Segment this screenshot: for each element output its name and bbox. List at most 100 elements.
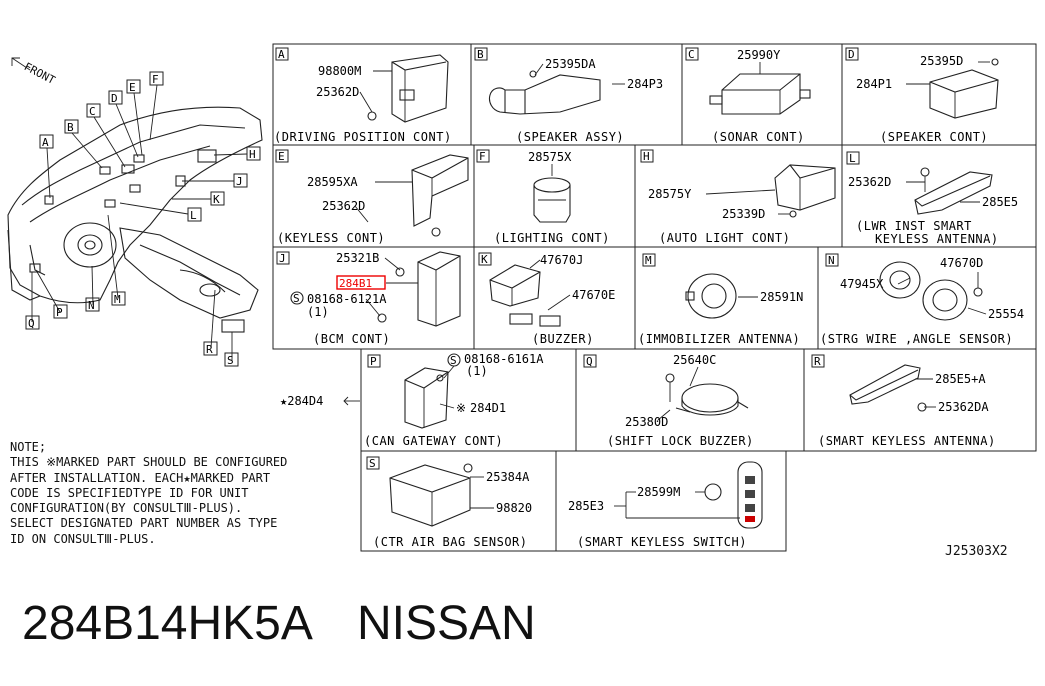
svg-text:98820: 98820	[496, 501, 532, 515]
svg-text:K: K	[213, 193, 220, 206]
panel-L: L 25362D 285E5 (LWR INST SMART KEYLESS A…	[841, 144, 1037, 248]
svg-text:28591N: 28591N	[760, 290, 803, 304]
callout-B: B	[64, 119, 79, 134]
svg-text:(LWR INST SMART: (LWR INST SMART	[856, 219, 972, 233]
svg-text:25339D: 25339D	[722, 207, 765, 221]
panel-smart-keyless-switch: 28599M 285E3 (SMART KEYLESS SWITCH)	[555, 450, 787, 552]
svg-text:25395D: 25395D	[920, 54, 963, 68]
svg-text:P: P	[370, 355, 377, 368]
svg-text:25362D: 25362D	[322, 199, 365, 213]
panel-C: C 25990Y (SONAR CONT)	[681, 43, 843, 146]
svg-text:25395DA: 25395DA	[545, 57, 596, 71]
callout-N: N	[85, 297, 100, 312]
note-text: NOTE; THIS ※MARKED PART SHOULD BE CONFIG…	[10, 440, 288, 546]
svg-text:(SMART KEYLESS ANTENNA): (SMART KEYLESS ANTENNA)	[818, 434, 996, 448]
panel-B: B 25395DA 284P3 (SPEAKER ASSY)	[470, 43, 683, 146]
svg-text:A: A	[42, 136, 49, 149]
part-number: 284B14HK5A	[22, 597, 313, 650]
svg-text:285E3: 285E3	[568, 499, 604, 513]
svg-text:47945X: 47945X	[840, 277, 884, 291]
callout-S: S	[224, 352, 239, 367]
svg-text:25384A: 25384A	[486, 470, 530, 484]
svg-text:D: D	[848, 48, 855, 61]
svg-text:H: H	[643, 150, 650, 163]
callout-L: L	[187, 207, 202, 222]
svg-text:47670D: 47670D	[940, 256, 983, 270]
svg-text:S: S	[450, 354, 457, 367]
drawing-number: J25303X2	[945, 544, 1008, 559]
svg-text:(SPEAKER ASSY): (SPEAKER ASSY)	[516, 130, 624, 144]
panel-J: J 25321B 284B1 S 08168-6121A (1) (BCM CO…	[272, 246, 475, 350]
svg-text:F: F	[152, 73, 159, 86]
callout-M: M	[111, 291, 126, 306]
svg-text:Q: Q	[586, 355, 593, 368]
callout-P: P	[53, 304, 68, 319]
panel-M: M 28591N (IMMOBILIZER ANTENNA)	[634, 246, 819, 350]
svg-text:B: B	[477, 48, 484, 61]
svg-text:(1): (1)	[307, 305, 329, 319]
svg-text:L: L	[849, 152, 856, 165]
svg-text:D: D	[111, 92, 118, 105]
svg-text:M: M	[114, 293, 121, 306]
svg-text:Q: Q	[28, 317, 35, 330]
star-reference: ★284D4	[280, 394, 360, 408]
svg-text:R: R	[206, 343, 213, 356]
svg-text:S: S	[369, 457, 376, 470]
svg-text:★284D4: ★284D4	[280, 394, 323, 408]
svg-text:(LIGHTING CONT): (LIGHTING CONT)	[494, 231, 610, 245]
callout-E: E	[126, 79, 141, 94]
svg-text:285E5+A: 285E5+A	[935, 372, 986, 386]
panel-E: E 28595XA 25362D (KEYLESS CONT)	[272, 144, 475, 248]
panel-Q: Q 25640C 25380D (SHIFT LOCK BUZZER)	[575, 348, 805, 452]
svg-text:25554: 25554	[988, 307, 1024, 321]
svg-text:28575Y: 28575Y	[648, 187, 692, 201]
panel-H: H 28575Y 25339D (AUTO LIGHT CONT)	[634, 144, 843, 248]
svg-text:E: E	[278, 150, 285, 163]
panel-F: F 28575X (LIGHTING CONT)	[473, 144, 636, 248]
callout-Q: Q	[25, 315, 40, 330]
panel-N: N 47670D 47945X 25554 (STRG WIRE ,ANGLE …	[817, 246, 1037, 350]
svg-text:284B1: 284B1	[339, 277, 372, 290]
svg-text:28599M: 28599M	[637, 485, 680, 499]
svg-text:284P1: 284P1	[856, 77, 892, 91]
svg-text:98800M: 98800M	[318, 64, 361, 78]
callout-D: D	[108, 90, 123, 105]
callout-R: R	[203, 341, 218, 356]
panel-A: A 98800M 25362D (DRIVING POSITION CONT)	[272, 43, 472, 146]
panel-S: S 25384A 98820 (CTR AIR BAG SENSOR)	[360, 450, 557, 552]
svg-text:08168-6121A: 08168-6121A	[307, 292, 387, 306]
svg-text:(AUTO LIGHT CONT): (AUTO LIGHT CONT)	[659, 231, 790, 245]
svg-text:(SHIFT LOCK BUZZER): (SHIFT LOCK BUZZER)	[607, 434, 754, 448]
callout-K: K	[210, 191, 225, 206]
svg-text:C: C	[688, 48, 695, 61]
svg-text:B: B	[67, 121, 74, 134]
svg-text:N: N	[88, 299, 95, 312]
svg-text:L: L	[190, 209, 197, 222]
svg-text:284D1: 284D1	[470, 401, 506, 415]
svg-text:M: M	[645, 254, 652, 267]
svg-text:(CTR AIR BAG SENSOR): (CTR AIR BAG SENSOR)	[373, 535, 528, 549]
svg-text:(IMMOBILIZER ANTENNA): (IMMOBILIZER ANTENNA)	[638, 332, 800, 346]
svg-text:28575X: 28575X	[528, 150, 572, 164]
svg-text:J: J	[279, 252, 286, 265]
svg-text:(SPEAKER CONT): (SPEAKER CONT)	[880, 130, 988, 144]
svg-text:F: F	[479, 150, 486, 163]
svg-text:S: S	[293, 292, 300, 305]
panel-K: K 47670J 47670E (BUZZER)	[473, 246, 636, 350]
brand-name: NISSAN	[357, 597, 536, 650]
panel-D: D 25395D 284P1 (SPEAKER CONT)	[841, 43, 1037, 146]
svg-text:(1): (1)	[466, 364, 488, 378]
overview-callouts: A B C D E F H J K L M N P Q R S	[25, 71, 261, 367]
svg-text:47670J: 47670J	[540, 253, 583, 267]
svg-text:C: C	[89, 105, 96, 118]
callout-A: A	[39, 134, 54, 149]
svg-text:(CAN GATEWAY CONT): (CAN GATEWAY CONT)	[364, 434, 503, 448]
svg-text:(BCM CONT): (BCM CONT)	[313, 332, 390, 346]
svg-text:25321B: 25321B	[336, 251, 379, 265]
svg-text:25380D: 25380D	[625, 415, 668, 429]
svg-text:25362D: 25362D	[848, 175, 891, 189]
svg-text:285E5: 285E5	[982, 195, 1018, 209]
svg-text:(SONAR CONT): (SONAR CONT)	[712, 130, 805, 144]
panel-R: R 285E5+A 25362DA (SMART KEYLESS ANTENNA…	[803, 348, 1037, 452]
